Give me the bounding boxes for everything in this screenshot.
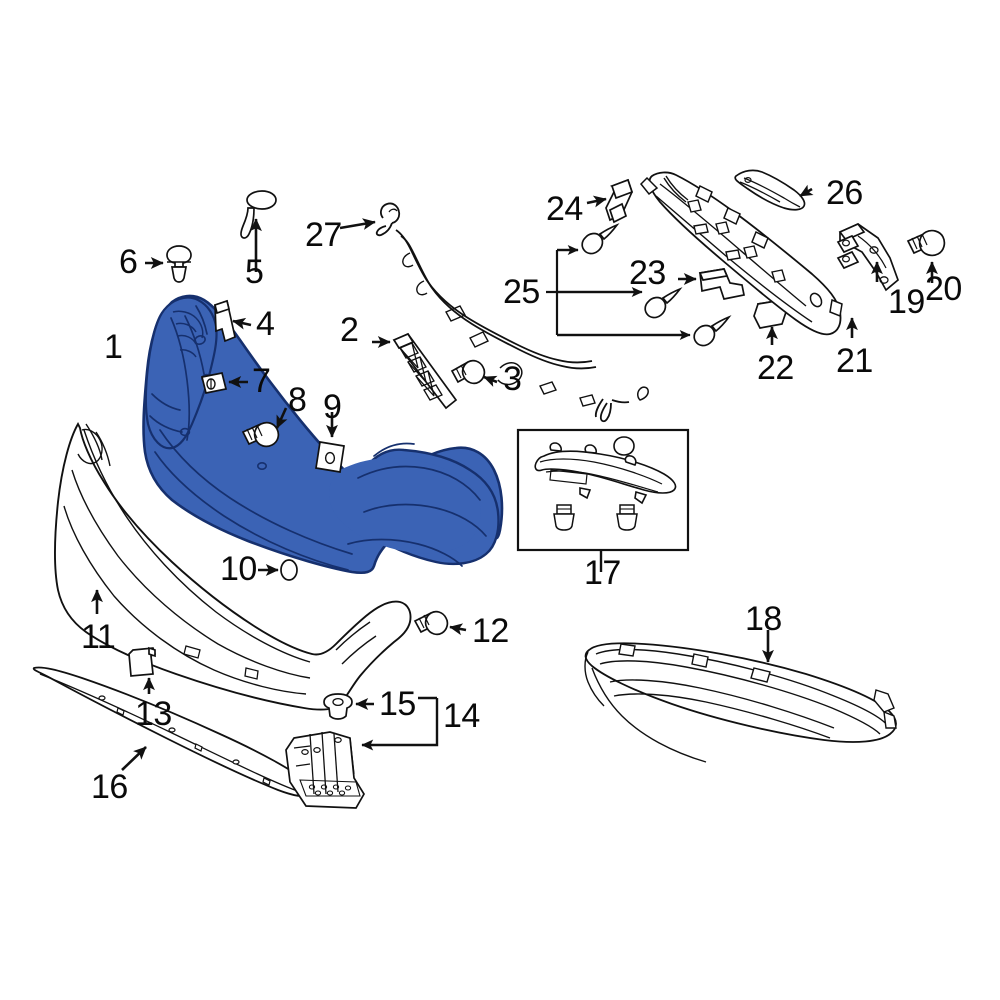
- callout-7[interactable]: 7: [252, 362, 271, 400]
- callout-6[interactable]: 6: [119, 243, 138, 281]
- part-grommet-nut[interactable]: [323, 693, 353, 720]
- callout-4[interactable]: 4: [256, 305, 275, 343]
- leader-14: [361, 698, 439, 751]
- leader-8: [275, 407, 288, 429]
- callout-22[interactable]: 22: [757, 349, 794, 387]
- callout-20[interactable]: 20: [925, 270, 962, 308]
- leader-4: [232, 317, 252, 330]
- part-impact-reinforcement-bar[interactable]: [639, 171, 843, 336]
- part-valance-screw[interactable]: [413, 610, 449, 636]
- part-reflector-lamp-assembly[interactable]: [516, 428, 690, 572]
- part-bumper-side-retainer-bracket[interactable]: [392, 332, 458, 410]
- callout-16[interactable]: 16: [91, 768, 128, 806]
- callout-14[interactable]: 14: [443, 697, 480, 735]
- part-bumper-wiring-harness[interactable]: [375, 202, 649, 423]
- part-lower-grille-insert[interactable]: [584, 642, 897, 763]
- part-reinforcement-stay-bar[interactable]: [734, 169, 806, 211]
- callout-8[interactable]: 8: [288, 381, 307, 419]
- callout-25[interactable]: 25: [503, 273, 540, 311]
- part-absorber-clip-upper[interactable]: [698, 268, 746, 300]
- callout-21[interactable]: 21: [836, 342, 873, 380]
- leader-3: [483, 375, 498, 387]
- leader-12: [449, 623, 467, 636]
- part-upper-side-clip[interactable]: [213, 299, 236, 343]
- callout-10[interactable]: 10: [220, 550, 257, 588]
- callout-11[interactable]: 11: [81, 618, 116, 656]
- part-mounting-plate-nut[interactable]: [315, 441, 345, 473]
- part-hex-flange-screw[interactable]: [241, 421, 280, 448]
- leader-26: [799, 184, 814, 198]
- leader-27: [339, 218, 376, 230]
- callout-18[interactable]: 18: [745, 600, 782, 638]
- part-hole-plug-cap[interactable]: [280, 559, 298, 581]
- callout-19[interactable]: 19: [888, 283, 925, 321]
- callout-26[interactable]: 26: [826, 174, 863, 212]
- part-support-bolt[interactable]: [906, 229, 946, 257]
- leader-16: [121, 746, 147, 771]
- callout-23[interactable]: 23: [629, 254, 666, 292]
- part-lower-bumper-valance[interactable]: [54, 421, 412, 711]
- part-push-pin-retainer[interactable]: [240, 190, 277, 239]
- callout-12[interactable]: 12: [472, 612, 509, 650]
- part-side-bracket-clip[interactable]: [200, 372, 228, 394]
- callout-1[interactable]: 1: [104, 328, 123, 366]
- part-retainer-clip[interactable]: [128, 646, 157, 677]
- part-screw-bolt[interactable]: [450, 359, 486, 385]
- callout-3[interactable]: 3: [503, 360, 522, 398]
- leader-24: [586, 195, 607, 208]
- part-splash-shield-inner[interactable]: [285, 731, 365, 809]
- callout-13[interactable]: 13: [135, 695, 172, 733]
- callout-17[interactable]: 17: [584, 554, 621, 592]
- callout-15[interactable]: 15: [379, 685, 416, 723]
- part-flange-bolt[interactable]: [166, 245, 192, 283]
- callout-27[interactable]: 27: [305, 216, 342, 254]
- callout-5[interactable]: 5: [245, 253, 264, 291]
- part-push-pin-retainer-set[interactable]: [546, 223, 732, 347]
- part-bumper-side-support-bracket[interactable]: [836, 222, 900, 292]
- part-corner-bracket[interactable]: [605, 178, 634, 224]
- callout-24[interactable]: 24: [546, 190, 583, 228]
- part-rear-bumper-cover[interactable]: [142, 294, 504, 575]
- callout-2[interactable]: 2: [340, 311, 359, 349]
- callout-9[interactable]: 9: [323, 388, 342, 426]
